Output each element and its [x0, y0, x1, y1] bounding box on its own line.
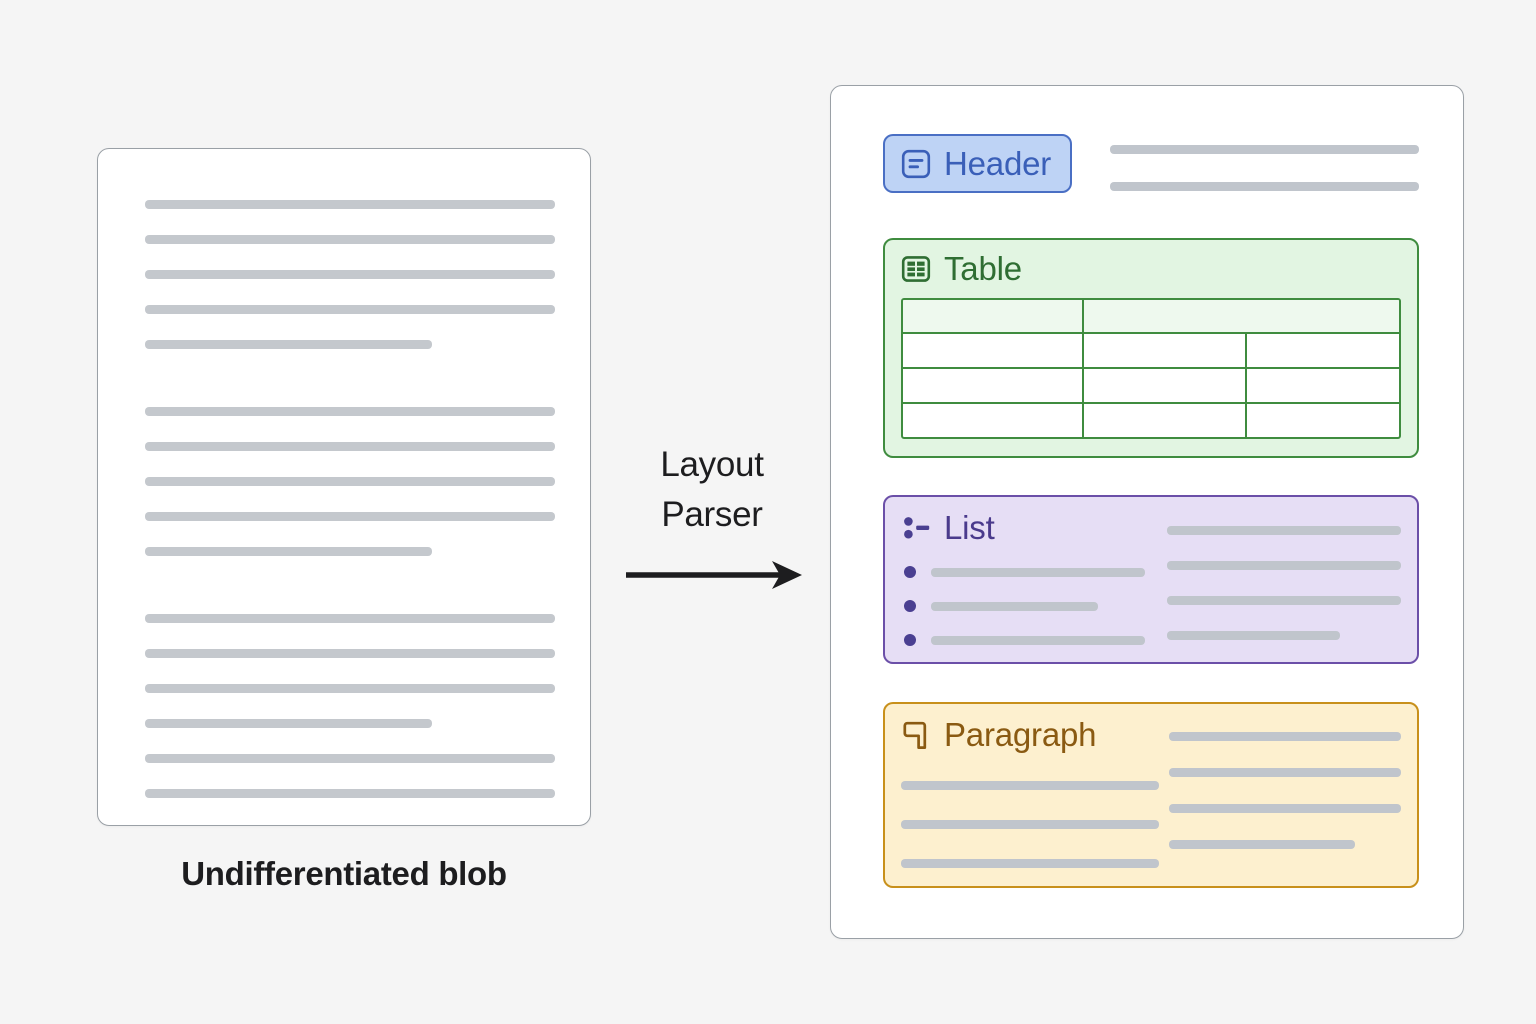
transform-label-line2: Parser: [661, 494, 763, 534]
list-item-line: [931, 567, 1146, 577]
transform-label-line1: Layout: [660, 445, 764, 484]
paragraph-block-title: Paragraph: [901, 718, 1159, 751]
source-document-card: [97, 148, 591, 826]
table-grid: [901, 298, 1401, 439]
list-item-line: [931, 601, 1099, 611]
list-side-line: [1167, 526, 1401, 535]
table-cell: [903, 334, 1082, 367]
list-item: [901, 600, 1159, 612]
table-cell: [1081, 334, 1246, 367]
table-cell: [1081, 404, 1246, 437]
list-block-label: List: [944, 509, 995, 546]
list-item: [901, 566, 1159, 578]
source-text-line: [145, 442, 555, 451]
table-row: [903, 332, 1399, 367]
list-side-lines: [1159, 511, 1401, 646]
table-block-label: Table: [944, 250, 1022, 287]
arrow-right-icon: [626, 561, 802, 589]
source-text-line: [145, 512, 555, 521]
table-cell: [903, 404, 1082, 437]
paragraph-left-column: Paragraph: [901, 718, 1159, 868]
table-cell: [1245, 369, 1399, 402]
header-block-chip[interactable]: Header: [883, 134, 1073, 193]
paragraph-left-lines: [901, 781, 1159, 868]
transform-arrow-group: Layout Parser: [614, 440, 810, 600]
list-bullet-icon: [904, 566, 916, 578]
paragraph-side-line: [1169, 768, 1401, 777]
source-text-line: [145, 754, 555, 763]
source-text-line: [145, 270, 555, 279]
table-header-cell: [1081, 300, 1399, 332]
table-cell: [1245, 404, 1399, 437]
list-items-column: List: [901, 511, 1159, 646]
header-block-icon: [901, 149, 931, 178]
source-text-line: [145, 684, 555, 693]
list-side-line: [1167, 631, 1341, 640]
parsed-document-body: Header: [883, 134, 1419, 890]
paragraph-side-line: [1169, 804, 1401, 813]
paragraph-left-line: [901, 820, 1159, 829]
block-header[interactable]: Header: [883, 134, 1419, 222]
table-cell: [1245, 334, 1399, 367]
source-text-line: [145, 649, 555, 658]
table-row: [903, 367, 1399, 402]
parsed-document-card: Header: [830, 85, 1464, 939]
source-text-line: [145, 235, 555, 244]
table-block-title: Table: [901, 252, 1401, 285]
source-text-line: [145, 547, 432, 556]
source-text-line: [145, 305, 555, 314]
source-text-line: [145, 477, 555, 486]
block-list[interactable]: List: [883, 495, 1419, 664]
source-text-line: [145, 200, 555, 209]
list-side-line: [1167, 596, 1401, 605]
table-cell: [1081, 369, 1246, 402]
paragraph-left-line: [901, 781, 1159, 790]
header-block-label: Header: [944, 145, 1052, 182]
placeholder-line: [1110, 145, 1419, 154]
source-text-line: [145, 614, 555, 623]
paragraph-block-label: Paragraph: [944, 716, 1097, 753]
block-table[interactable]: Table: [883, 238, 1419, 458]
table-header-row: [903, 300, 1399, 332]
source-text-line: [145, 340, 432, 349]
table-header-cell: [903, 300, 1082, 332]
block-paragraph[interactable]: Paragraph: [883, 702, 1419, 888]
list-item-line: [931, 635, 1146, 645]
transform-label: Layout Parser: [614, 440, 810, 539]
source-document-lines: [145, 200, 555, 825]
source-document-caption: Undifferentiated blob: [181, 855, 507, 892]
paragraph-side-line: [1169, 840, 1355, 849]
pilcrow-icon: [903, 721, 927, 749]
bulleted-list-icon: [904, 516, 930, 538]
list-bullet-icon: [904, 634, 916, 646]
list-side-line: [1167, 561, 1401, 570]
table-row: [903, 402, 1399, 437]
placeholder-line: [1110, 182, 1419, 191]
list-bullet-icon: [904, 600, 916, 612]
list-item: [901, 634, 1159, 646]
paragraph-side-line: [1169, 732, 1401, 741]
paragraph-left-line: [901, 859, 1159, 868]
header-side-lines: [1110, 134, 1419, 191]
list-bullet-rows: [901, 566, 1159, 646]
source-text-line: [145, 407, 555, 416]
paragraph-side-lines: [1159, 718, 1401, 868]
table-cell: [903, 369, 1082, 402]
source-text-line: [145, 789, 555, 798]
list-block-title: List: [901, 511, 1159, 544]
source-text-line: [145, 719, 432, 728]
table-grid-icon: [901, 255, 931, 282]
